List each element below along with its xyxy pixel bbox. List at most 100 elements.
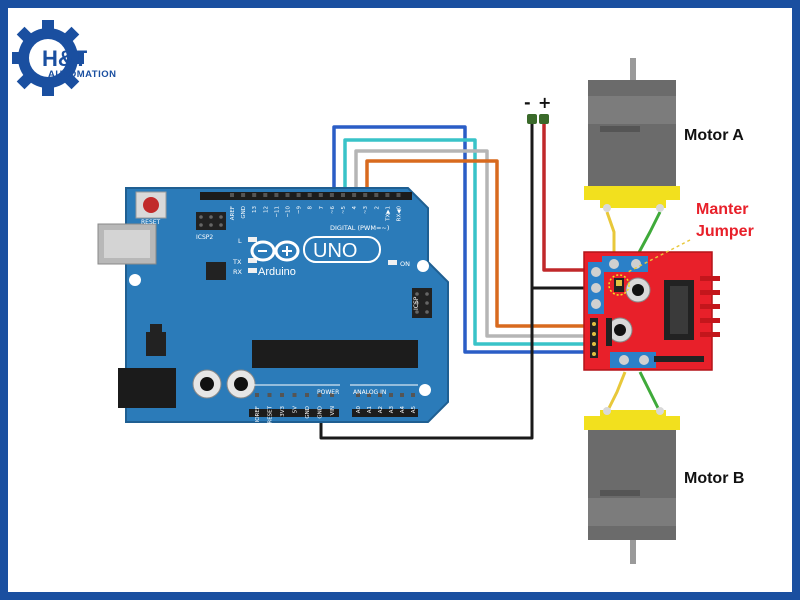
- motor-b-gearbox: [584, 416, 680, 430]
- power-pin-label: GND: [318, 406, 324, 419]
- digital-pin-socket: [241, 193, 246, 197]
- digital-pin-socket: [263, 193, 268, 197]
- motor-b: [584, 407, 680, 564]
- wire-red-supply: [542, 122, 598, 272]
- heatsink: [700, 276, 720, 337]
- analog-pin-socket: [356, 393, 360, 397]
- digital-pin-socket: [318, 193, 323, 197]
- digital-pin-label: 12: [263, 206, 269, 213]
- digital-pin-label: 13: [252, 206, 258, 213]
- supply-plus-label: +: [538, 93, 551, 112]
- icsp-label: ICSP: [413, 296, 420, 310]
- digital-label: DIGITAL (PWM=~): [330, 224, 389, 232]
- power-pin-label: VIN: [330, 406, 336, 416]
- wire-cyan: [343, 138, 593, 346]
- motor-a: [584, 58, 680, 212]
- power-pin-socket: [280, 393, 284, 397]
- digital-pin-socket: [374, 193, 379, 197]
- digital-pin-label: ~9: [297, 206, 303, 215]
- status-leds: L TX RX ON: [232, 237, 410, 276]
- digital-pin-socket: [341, 193, 345, 197]
- analog-pin-socket: [389, 393, 393, 397]
- bottom-pins: [654, 356, 704, 362]
- power-pin-socket: [317, 393, 322, 397]
- power-header: [249, 409, 339, 417]
- digital-pin-label: 8: [308, 206, 314, 210]
- digital-pin-label: 2: [374, 206, 380, 210]
- digital-pin-socket: [230, 193, 234, 197]
- icsp2-header: ICSP2: [196, 212, 226, 241]
- analog-pin-socket: [400, 393, 404, 397]
- analog-pin-socket: [411, 393, 415, 397]
- icsp-header: ICSP: [412, 288, 432, 318]
- digital-pin-label: RX◀0: [397, 206, 403, 222]
- digital-pin-socket: [352, 193, 357, 197]
- power-pin-socket: [305, 393, 309, 397]
- power-pin-socket: [292, 393, 297, 397]
- uno-model-label: UNO: [313, 240, 357, 262]
- digital-pin-label: ~5: [341, 206, 347, 215]
- led-tx-label: TX: [232, 258, 242, 266]
- supply-minus-label: -: [524, 93, 531, 112]
- jumper: [608, 274, 630, 296]
- motor-a-terminal: [602, 256, 648, 272]
- digital-pin-socket: [274, 193, 279, 197]
- mounting-holes: [129, 260, 431, 396]
- jumper-label-line2: Jumper: [696, 223, 754, 240]
- gear-icon: [12, 20, 84, 96]
- analog-pin-label: A3: [389, 406, 395, 414]
- power-label: POWER: [317, 389, 339, 396]
- input-pins: [590, 318, 598, 358]
- digital-header: [200, 192, 412, 200]
- icsp2-label: ICSP2: [196, 234, 213, 241]
- digital-pin-socket: [296, 193, 301, 197]
- atmega-chip: [252, 340, 418, 368]
- analog-pin-label: A0: [356, 406, 362, 414]
- digital-pin-socket: [329, 193, 334, 197]
- wire-motor-b-green: [638, 371, 662, 413]
- motor-b-terminal: [610, 352, 656, 368]
- wire-motor-a-green: [634, 211, 662, 259]
- digital-pin-label: GND: [241, 206, 247, 219]
- power-pin-socket: [267, 393, 272, 397]
- wire-black-supply: [319, 122, 534, 440]
- power-pin-label: 3V3: [280, 406, 286, 417]
- power-supply-terminals: - +: [524, 93, 551, 124]
- wires: [319, 122, 662, 440]
- enable-pins: [606, 318, 612, 346]
- digital-pin-label: ~10: [286, 206, 292, 218]
- digital-pin-socket: [363, 193, 368, 197]
- motor-driver-board: [583, 251, 720, 371]
- power-pin-label: IOREF: [255, 406, 261, 422]
- digital-pin-label: 4: [352, 206, 358, 210]
- power-pin-label: GND: [305, 406, 311, 419]
- power-pin-socket: [255, 393, 259, 397]
- analog-label: ANALOG IN: [353, 389, 386, 396]
- brand-subtitle: AUTOMATION: [48, 69, 117, 80]
- led-rx-label: RX: [233, 268, 243, 276]
- analog-pin-label: A1: [367, 406, 373, 413]
- motor-a-shaft: [630, 58, 636, 82]
- wiring-diagram: H&T AUTOMATION -: [12, 20, 754, 564]
- brand-logo: H&T AUTOMATION: [12, 20, 117, 96]
- analog-pin-socket: [367, 393, 371, 397]
- arduino-logo-text: Arduino: [258, 266, 296, 278]
- analog-pin-label: A5: [411, 406, 417, 414]
- digital-pin-label: ~6: [330, 206, 336, 215]
- analog-pin-label: A4: [400, 406, 406, 414]
- digital-pin-label: 7: [319, 206, 325, 210]
- analog-pin-labels: A0 A1 A2 A3 A4 A5: [356, 393, 417, 413]
- motor-b-shaft: [630, 540, 636, 564]
- motor-a-gearbox: [584, 186, 680, 200]
- analog-pin-label: A2: [378, 406, 384, 413]
- diagram-canvas: H&T AUTOMATION -: [8, 8, 792, 592]
- digital-pin-label: ~3: [363, 206, 369, 215]
- led-l-label: L: [238, 237, 242, 245]
- wire-orange: [365, 159, 593, 328]
- arduino-infinity-logo: [250, 240, 300, 262]
- wire-motor-a-yellow: [605, 211, 616, 258]
